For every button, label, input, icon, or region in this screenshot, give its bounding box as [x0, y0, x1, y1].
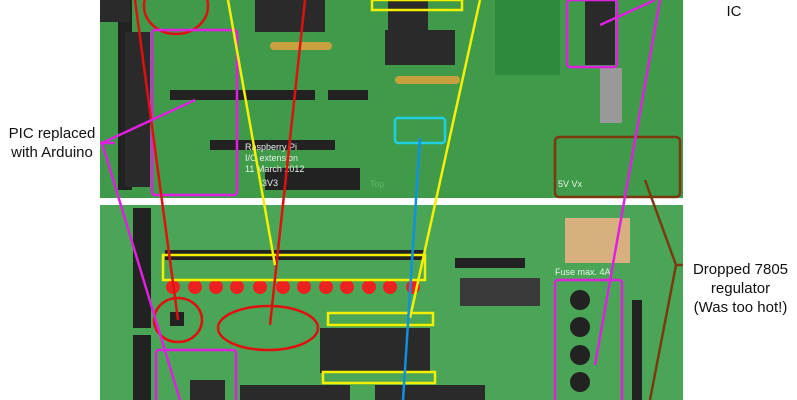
- led-row: [166, 280, 420, 294]
- yellow-line-2: [408, 0, 482, 319]
- magenta-line-ic: [599, 0, 656, 27]
- ic-74hc244: [320, 328, 430, 373]
- label-reg-line2: regulator: [710, 280, 771, 297]
- label-ic-text: IC: [726, 3, 742, 20]
- header-left-bottom: [133, 208, 151, 328]
- resistor-network-rn6: [395, 76, 460, 84]
- magenta-line-pic2: [100, 142, 182, 400]
- magenta-box-pic: [150, 28, 239, 197]
- red-ellipse-top: [142, 0, 210, 36]
- label-pic-line2: with Arduino: [11, 144, 93, 161]
- ic-u10: [100, 0, 130, 22]
- header-relay: [632, 300, 642, 400]
- yellow-box-resistors: [161, 253, 427, 282]
- silk-title2: I/O extension: [245, 153, 298, 163]
- ic-u1: [255, 0, 325, 32]
- silk-fuse: Fuse max. 4A: [555, 267, 611, 277]
- header-pi: [265, 168, 360, 190]
- red-ellipse-empty: [216, 304, 320, 352]
- pic-chip: [125, 32, 150, 187]
- silk-vx: 5V Vx: [558, 179, 583, 189]
- silk-title1: Raspberry Pi: [245, 142, 297, 152]
- silk-top: Top: [370, 179, 385, 189]
- ic-bottom-mid: [375, 385, 485, 400]
- brown-box: [553, 135, 682, 199]
- yellow-box-lower: [321, 370, 437, 385]
- header-mot: [455, 258, 525, 268]
- red-ellipse-smd: [152, 296, 204, 344]
- ic-arduino-socket: [190, 380, 225, 400]
- silk-3v3: 3V3: [262, 178, 278, 188]
- ic-bottom-left: [240, 385, 350, 400]
- red-line-2: [268, 0, 307, 326]
- regulator-heatsink: [600, 68, 622, 123]
- header-left-bottom2: [133, 335, 151, 400]
- header-gpio: [210, 140, 335, 150]
- label-pic-line1: PIC replaced: [8, 125, 96, 142]
- red-line-1: [133, 0, 180, 321]
- label-dropped-regulator: Dropped 7805 regulator (Was too hot!): [684, 260, 797, 317]
- magenta-box-lower: [154, 348, 238, 400]
- header-j4: [328, 90, 368, 100]
- magenta-line-pic: [101, 98, 196, 145]
- transistor-column: [570, 290, 590, 392]
- label-reg-line3: (Was too hot!): [693, 299, 788, 316]
- voltage-regulator: [460, 278, 540, 306]
- yellow-line-1: [226, 0, 277, 266]
- silk-title3: 11 March 2012: [245, 164, 304, 174]
- yellow-box-mid: [326, 311, 435, 327]
- header-j3: [170, 90, 315, 100]
- blue-line: [401, 137, 422, 400]
- yellow-box-top: [370, 0, 464, 12]
- protoboard-area: [495, 0, 560, 75]
- magenta-box-transistors: [553, 278, 624, 400]
- label-pic-replaced: PIC replaced with Arduino: [2, 124, 102, 162]
- brown-bracket: [643, 179, 683, 400]
- label-reg-line1: Dropped 7805: [692, 261, 789, 278]
- magenta-box-ic: [565, 0, 619, 69]
- label-ic: IC: [722, 2, 746, 21]
- magenta-line-ic2: [593, 0, 662, 366]
- ic-relay: [585, 0, 615, 65]
